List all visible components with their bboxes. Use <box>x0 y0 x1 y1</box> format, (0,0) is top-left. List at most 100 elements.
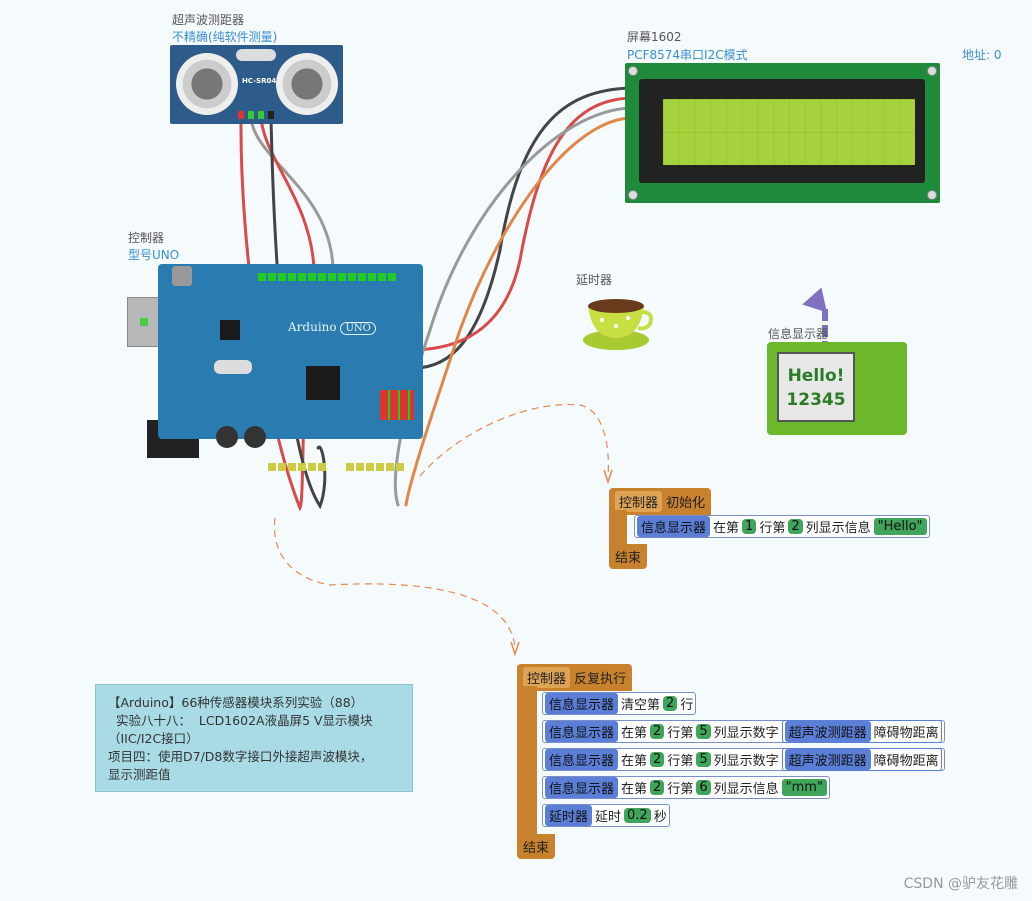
stmt-text: 列显示信息 <box>805 521 871 536</box>
loop-block-arm <box>517 686 537 836</box>
stmt-object: 信息显示器 <box>545 777 619 798</box>
analog-header <box>346 456 406 471</box>
lcd-screen <box>663 99 915 165</box>
sensor-property: 障碍物距离 <box>873 726 939 741</box>
mount-hole <box>628 190 638 200</box>
stmt-text: 行第 <box>759 521 786 536</box>
string-input[interactable]: "Hello" <box>873 518 927 535</box>
digital-header <box>258 266 398 281</box>
note-line: 实验八十八： LCD1602A液晶屏5 V显示模块 <box>108 713 373 728</box>
arduino-logo: Arduino UNO <box>288 320 376 335</box>
sensor-model: HC-SR04 <box>242 77 277 85</box>
loop-stmt-clear-row[interactable]: 信息显示器 清空第 2 行 <box>542 692 697 715</box>
hat-object: 控制器 <box>615 491 663 512</box>
col-input[interactable]: 5 <box>696 752 711 767</box>
loop-stmt-show-number[interactable]: 信息显示器 在第 2 行第 5 列显示数字 超声波测距器 障碍物距离 <box>542 748 945 771</box>
usb-chip <box>220 320 240 340</box>
note-line: 项目四：使用D7/D8数字接口外接超声波模块， <box>108 749 373 764</box>
sensor-pin-trig[interactable] <box>248 111 254 119</box>
flow-arrow-1 <box>419 403 609 477</box>
watermark: CSDN @驴友花雕 <box>903 876 1018 892</box>
project-note: 【Arduino】66种传感器模块系列实验（88） 实验八十八： LCD1602… <box>95 684 413 792</box>
icsp-pins <box>380 390 414 420</box>
sensor-pin-vcc[interactable] <box>238 111 244 119</box>
row-input[interactable]: 2 <box>650 752 665 767</box>
stmt-text: 行第 <box>667 726 694 741</box>
capacitor <box>244 426 266 448</box>
stmt-text: 行 <box>680 698 694 713</box>
sensor-property: 障碍物距离 <box>873 754 939 769</box>
lcd-subtitle: PCF8574串口I2C模式 <box>627 48 748 62</box>
row-input[interactable]: 2 <box>650 724 665 739</box>
display-line2: 12345 <box>786 390 846 410</box>
row-input[interactable]: 1 <box>742 519 757 534</box>
sensor-reading-input[interactable]: 超声波测距器 障碍物距离 <box>781 748 942 771</box>
hat-object: 控制器 <box>523 667 571 688</box>
stmt-text: 列显示数字 <box>713 726 779 741</box>
lcd-title: 屏幕1602 <box>627 30 682 44</box>
stmt-object: 信息显示器 <box>545 721 619 742</box>
stmt-text: 列显示数字 <box>713 754 779 769</box>
atmega-chip <box>306 366 340 400</box>
flow-arrow-2 <box>273 517 516 649</box>
stmt-text: 在第 <box>621 782 648 797</box>
stmt-text: 在第 <box>621 754 648 769</box>
ultrasonic-sensor[interactable]: HC-SR04 <box>170 45 343 124</box>
capacitor <box>216 426 238 448</box>
init-hat-block[interactable]: 控制器 初始化 <box>609 488 712 515</box>
wire-echo-red <box>259 116 316 270</box>
flow-arrow-1-head <box>603 469 613 485</box>
sensor-receiver <box>276 53 338 115</box>
init-stmt-show-text[interactable]: 信息显示器 在第 1 行第 2 列显示信息 "Hello" <box>634 515 930 538</box>
row-input[interactable]: 2 <box>663 696 678 711</box>
loop-stmt-show-text[interactable]: 信息显示器 在第 2 行第 6 列显示信息 "mm" <box>542 776 830 799</box>
info-display-sprite[interactable]: Hello! 12345 <box>767 342 907 435</box>
display-line1: Hello! <box>787 366 845 386</box>
note-line: 【Arduino】66种传感器模块系列实验（88） <box>108 695 364 710</box>
reset-button[interactable] <box>172 266 192 286</box>
stmt-object: 信息显示器 <box>637 516 711 537</box>
wire-lcd-scl <box>404 116 633 507</box>
mount-hole <box>927 190 937 200</box>
row-input[interactable]: 2 <box>650 780 665 795</box>
stmt-text: 行第 <box>667 754 694 769</box>
stmt-text: 延时 <box>595 810 622 825</box>
stmt-object: 延时器 <box>545 805 593 826</box>
sensor-crystal <box>236 49 276 61</box>
teacup-icon[interactable] <box>582 290 654 352</box>
controller-subtitle: 型号UNO <box>128 248 180 262</box>
lcd-bezel <box>639 79 925 183</box>
flow-arrow-2-head <box>510 641 520 657</box>
stmt-text: 列显示信息 <box>713 782 779 797</box>
note-line: 显示测距值 <box>108 767 171 782</box>
init-end-block: 结束 <box>609 544 648 569</box>
col-input[interactable]: 2 <box>788 519 803 534</box>
sensor-pin-gnd[interactable] <box>268 111 274 119</box>
loop-end-block: 结束 <box>517 834 556 859</box>
loop-stmt-show-number[interactable]: 信息显示器 在第 2 行第 5 列显示数字 超声波测距器 障碍物距离 <box>542 720 945 743</box>
wire-lcd-gnd <box>408 86 633 370</box>
hat-label: 反复执行 <box>574 672 627 687</box>
col-input[interactable]: 6 <box>696 780 711 795</box>
display-screen: Hello! 12345 <box>777 352 855 422</box>
col-input[interactable]: 5 <box>696 724 711 739</box>
sensor-title: 超声波测距器 <box>172 13 245 27</box>
delay-title: 延时器 <box>576 273 613 287</box>
lcd1602[interactable] <box>625 63 940 203</box>
wire-trig-gray <box>249 116 335 270</box>
power-led <box>140 318 148 326</box>
string-input[interactable]: "mm" <box>781 779 827 796</box>
arduino-uno-board[interactable]: Arduino UNO <box>158 264 423 471</box>
init-block-arm <box>609 510 627 546</box>
seconds-input[interactable]: 0.2 <box>624 808 651 823</box>
mount-hole <box>628 66 638 76</box>
lcd-address: 地址: 0 <box>962 48 1002 62</box>
note-line: （IIC/I2C接口） <box>108 731 199 746</box>
stmt-text: 清空第 <box>621 698 661 713</box>
sensor-subtitle: 不精确(纯软件测量) <box>172 30 278 44</box>
loop-stmt-delay[interactable]: 延时器 延时 0.2 秒 <box>542 804 670 827</box>
power-header <box>268 456 328 471</box>
sensor-pin-echo[interactable] <box>258 111 264 119</box>
display-title: 信息显示器 <box>768 327 829 341</box>
sensor-reading-input[interactable]: 超声波测距器 障碍物距离 <box>781 720 942 743</box>
